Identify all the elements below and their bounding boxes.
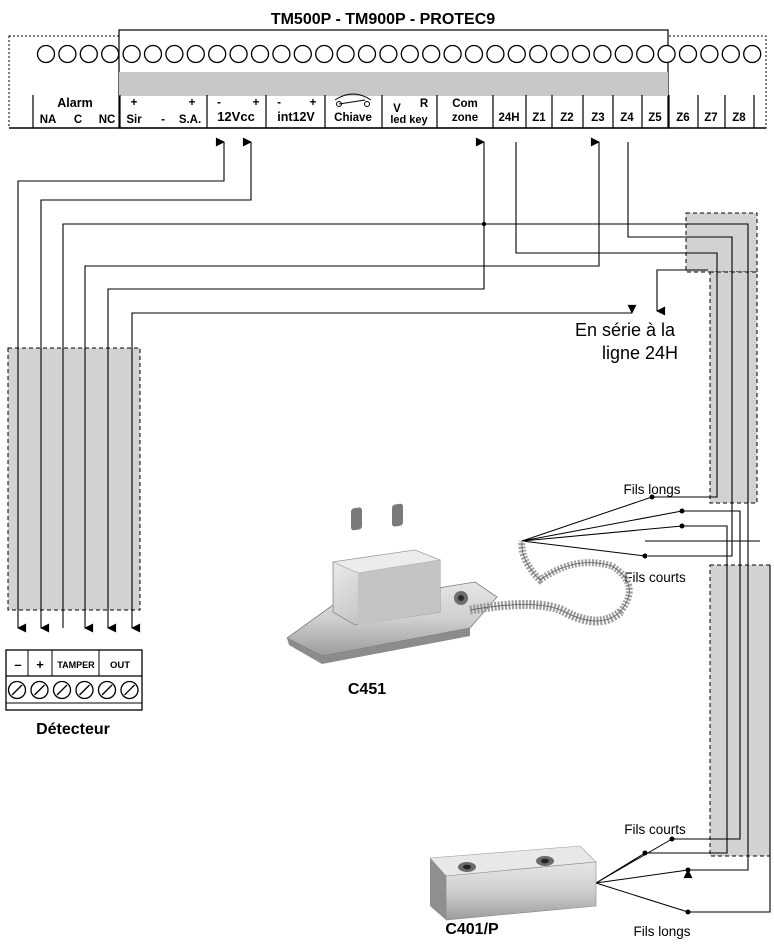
label-c: C: [74, 114, 82, 126]
detector-label-plus: +: [36, 657, 44, 672]
terminal-screw-icon: [250, 44, 270, 64]
right-cable-sleeve-top: [685, 212, 758, 273]
label-24h: 24H: [498, 112, 519, 124]
label-led-key: led key: [390, 114, 428, 126]
label-sir-minus: -: [161, 114, 165, 126]
series-note-line1: En série à la: [575, 320, 676, 340]
terminal-screw-icon: [143, 44, 163, 64]
terminal-screw-icon: [464, 44, 484, 64]
terminal-screw-icon: [422, 44, 441, 64]
terminal-screw-icon: [79, 44, 98, 64]
terminal-screw-icon: [336, 44, 355, 64]
wires: [17, 137, 760, 879]
key-switch-icon: [334, 93, 372, 107]
label-chiave: Chiave: [334, 112, 372, 124]
label-alarm: Alarm: [57, 96, 92, 110]
detector-screw-icon: [120, 680, 139, 700]
label-r: R: [420, 98, 429, 110]
wire-label-long-top: Fils longs: [623, 482, 680, 497]
series-note-line2: ligne 24H: [602, 343, 678, 363]
terminal-screw-icon: [101, 44, 120, 64]
label-int-minus: -: [277, 97, 281, 109]
label-zone: zone: [452, 112, 478, 124]
terminal-screw-icon: [614, 44, 633, 64]
detector-screw-icon: [75, 680, 94, 700]
label-sa: S.A.: [179, 114, 201, 126]
label-sir: Sir: [126, 114, 142, 126]
terminal-screw-icon: [208, 44, 227, 64]
detector-terminal-block: – + TAMPER OUT: [5, 649, 143, 711]
terminal-screw-icon: [636, 44, 655, 64]
label-12v-minus: -: [217, 97, 221, 109]
diagram-title: TM500P - TM900P - PROTEC9: [271, 11, 495, 28]
terminal-screw-icon: [400, 44, 419, 64]
label-com: Com: [452, 98, 478, 110]
label-int12v: int12V: [277, 110, 315, 124]
label-sir-plus: +: [131, 97, 138, 109]
label-v: V: [393, 103, 401, 115]
detector-label-out: OUT: [110, 660, 130, 671]
label-z4: Z4: [620, 112, 634, 124]
c451-wire-fan: [521, 496, 683, 557]
terminal-screw-icon: [315, 44, 334, 64]
left-cable-sleeve: [7, 347, 141, 611]
terminal-screw-icon: [443, 44, 462, 64]
label-12vcc: 12Vcc: [217, 109, 255, 124]
label-na: NA: [40, 114, 57, 126]
wire-label-short-mid: Fils courts: [624, 570, 686, 585]
label-z1: Z1: [532, 112, 546, 124]
terminal-screw-icon: [36, 44, 56, 64]
terminal-screw-icon: [486, 44, 505, 64]
terminal-screw-icon: [571, 44, 591, 64]
terminal-screw-icon: [743, 44, 762, 64]
terminal-screw-icon: [165, 44, 184, 64]
label-z2: Z2: [560, 112, 573, 124]
terminal-screw-icon: [529, 44, 548, 64]
wire-label-long-bottom: Fils longs: [633, 924, 690, 939]
label-z7: Z7: [704, 112, 717, 124]
c401-wire-fan: [595, 838, 689, 913]
c451-label: C451: [348, 681, 386, 698]
detector-screw-icon: [97, 680, 117, 700]
right-cable-sleeve-upper: [709, 271, 758, 504]
c401p-label: C401/P: [445, 921, 499, 938]
wire-label-short-bottom: Fils courts: [624, 822, 686, 837]
terminal-screw-icon: [550, 44, 569, 64]
terminal-screw-icon: [700, 44, 719, 64]
detector-screw-icon: [30, 680, 49, 700]
terminal-screw-icon: [593, 44, 612, 64]
label-z3: Z3: [591, 112, 604, 124]
terminal-screw-icon: [272, 44, 291, 64]
label-int-plus: +: [310, 97, 317, 109]
label-z8: Z8: [732, 112, 746, 124]
terminal-screws: [36, 44, 762, 64]
terminal-screw-icon: [58, 44, 77, 64]
label-sa-plus: +: [189, 97, 196, 109]
terminal-screw-icon: [379, 44, 398, 64]
terminal-screw-icon: [678, 44, 698, 64]
detector-screws: [7, 680, 139, 700]
terminal-screw-icon: [293, 44, 312, 64]
terminal-screw-icon: [507, 44, 526, 64]
terminal-screw-icon: [122, 44, 141, 64]
terminal-screw-icon: [657, 44, 676, 64]
label-z5: Z5: [648, 112, 662, 124]
detector-label-minus: –: [14, 657, 21, 672]
label-z6: Z6: [676, 112, 689, 124]
terminal-screw-icon: [721, 44, 740, 64]
terminal-screw-icon: [357, 44, 377, 64]
c451-magnetic-contact-image: [286, 503, 633, 664]
detector-label-tamper: TAMPER: [57, 660, 95, 670]
control-panel-terminal-block: Alarm NA C NC + Sir - + S.A. - + 12Vcc -…: [8, 29, 767, 129]
label-nc: NC: [99, 114, 116, 126]
label-12v-plus: +: [253, 97, 260, 109]
terminal-screw-icon: [186, 44, 205, 64]
detector-screw-icon: [52, 680, 72, 700]
c401p-magnetic-contact-image: [429, 845, 597, 921]
detector-name: Détecteur: [36, 721, 110, 738]
detector-screw-icon: [7, 680, 27, 700]
terminal-screw-icon: [229, 44, 248, 64]
